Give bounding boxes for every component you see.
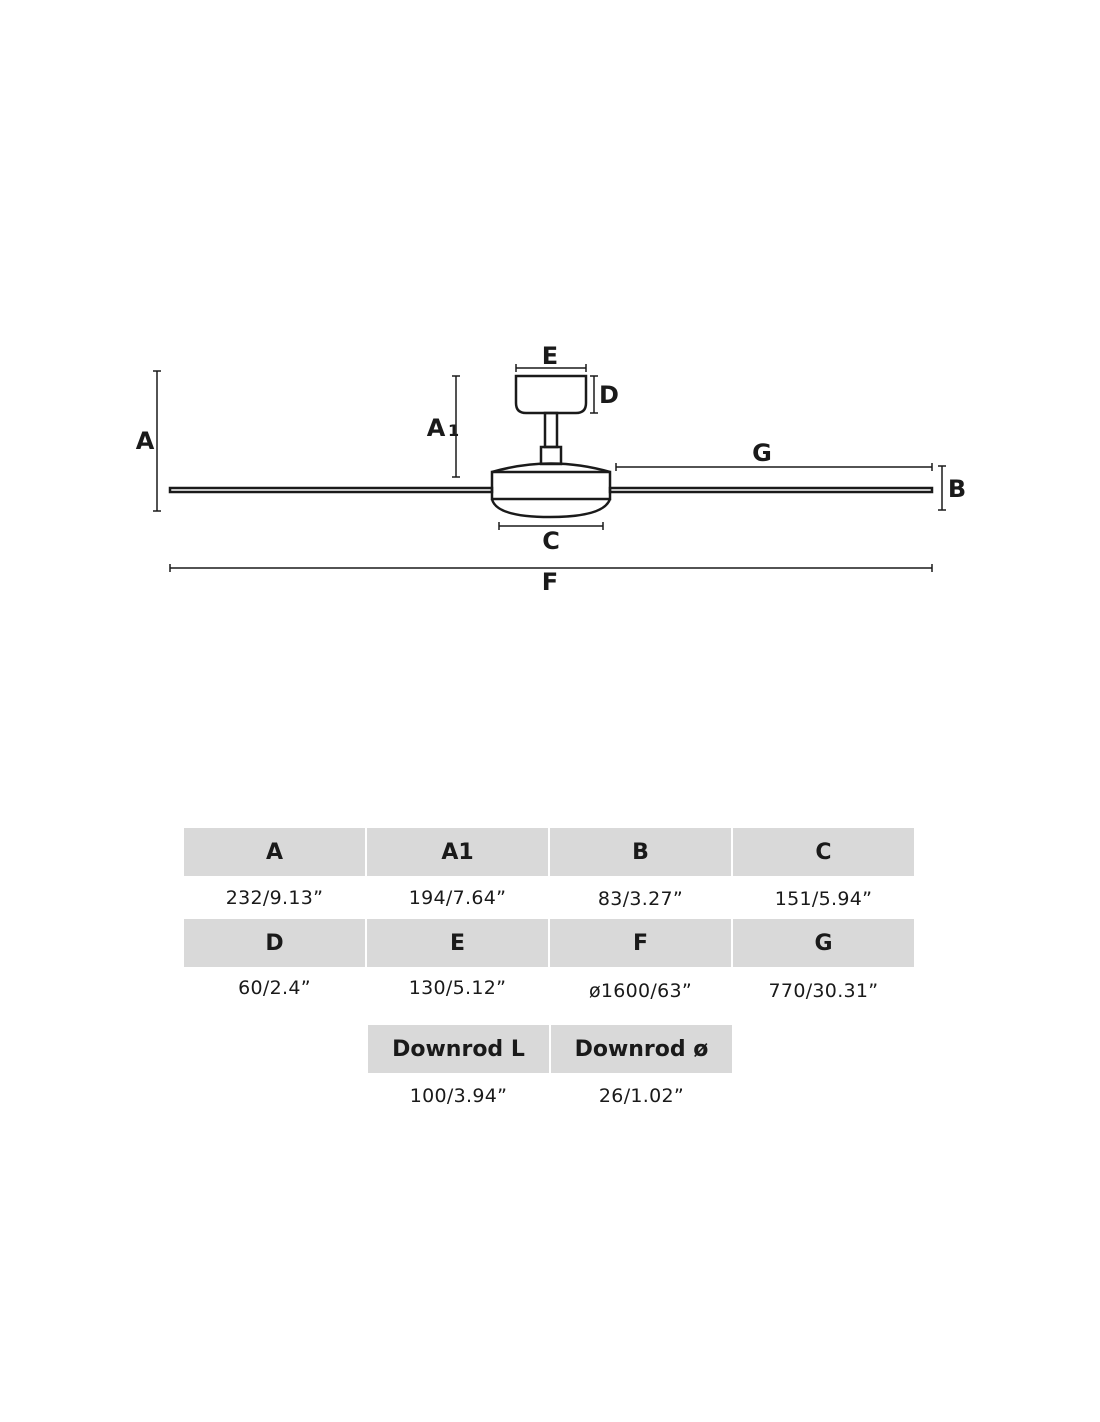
dimension-e: E xyxy=(515,342,587,372)
dimension-g: G xyxy=(615,439,933,471)
label-a1-subscript: 1 xyxy=(448,421,459,440)
label-b: B xyxy=(948,475,966,503)
label-a: A xyxy=(136,427,155,455)
header-a1: A1 xyxy=(367,828,548,876)
dimension-c: C xyxy=(498,522,604,555)
value-a: 232/9.13” xyxy=(225,887,324,909)
downrod xyxy=(539,411,563,466)
label-c: C xyxy=(542,527,560,555)
dimension-a1: A 1 xyxy=(427,375,460,478)
canopy xyxy=(514,374,588,415)
label-e: E xyxy=(542,342,558,370)
fan-blades xyxy=(168,486,934,494)
value-downrod-diameter: 26/1.02” xyxy=(598,1085,685,1107)
value-b: 83/3.27” xyxy=(597,888,684,910)
header-e: E xyxy=(367,919,548,967)
motor-housing xyxy=(490,462,612,519)
header-downrod-diameter: Downrod ø xyxy=(551,1025,732,1073)
value-downrod-length: 100/3.94” xyxy=(409,1085,508,1107)
value-d: 60/2.4” xyxy=(238,977,311,999)
header-f: F xyxy=(550,919,731,967)
header-g: G xyxy=(733,919,914,967)
label-f: F xyxy=(542,568,558,596)
dimension-b: B xyxy=(938,465,966,511)
label-g: G xyxy=(752,439,772,467)
header-c: C xyxy=(733,828,914,876)
header-downrod-length: Downrod L xyxy=(368,1025,549,1073)
value-a1: 194/7.64” xyxy=(408,887,507,909)
value-g: 770/30.31” xyxy=(768,980,879,1002)
label-a1: A xyxy=(427,414,446,442)
fan-dimension-diagram: A A 1 E D xyxy=(136,342,966,596)
value-c: 151/5.94” xyxy=(774,888,873,910)
label-d: D xyxy=(599,381,619,409)
header-b: B xyxy=(550,828,731,876)
value-f: ø1600/63” xyxy=(588,980,693,1002)
value-e: 130/5.12” xyxy=(408,977,507,999)
dimension-d: D xyxy=(590,375,619,414)
header-d: D xyxy=(184,919,365,967)
dimension-a: A xyxy=(136,370,161,512)
header-a: A xyxy=(184,828,365,876)
dimension-f: F xyxy=(169,564,933,596)
